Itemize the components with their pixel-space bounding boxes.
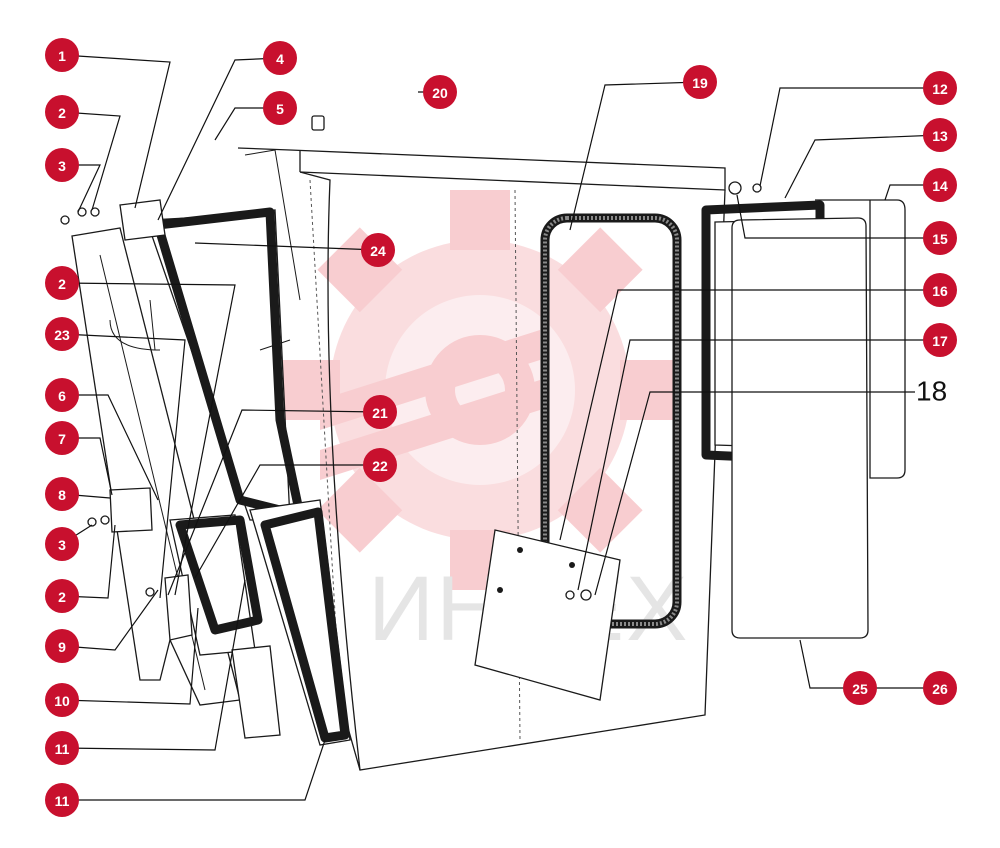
callout-19: 19: [683, 65, 717, 99]
callout-circle: [45, 783, 79, 817]
callout-number: 23: [54, 327, 70, 343]
lower-hinge: [87, 487, 153, 533]
callout-number: 20: [432, 85, 448, 101]
callout-number: 14: [932, 178, 948, 194]
callout-circle: [45, 421, 79, 455]
callout-number: 15: [932, 231, 948, 247]
callout-number: 5: [276, 101, 284, 117]
knob-part: [311, 115, 325, 131]
callout-16: 16: [923, 273, 957, 307]
callout-circle: [263, 91, 297, 125]
callout-circle: [923, 118, 957, 152]
mounting-plate: [474, 529, 621, 701]
callout-3: 3: [45, 148, 79, 182]
callout-17: 17: [923, 323, 957, 357]
callout-number: 11: [55, 741, 70, 757]
callout-circle: [263, 41, 297, 75]
callout-circle: [683, 65, 717, 99]
callout-12: 12: [923, 71, 957, 105]
callout-number: 12: [932, 81, 948, 97]
callout-circle: [923, 221, 957, 255]
upper-hinge: [60, 199, 166, 241]
callout-20: 20: [423, 75, 457, 109]
callout-circle: [45, 317, 79, 351]
callout-circle: [45, 527, 79, 561]
callout-circle: [843, 671, 877, 705]
callout-number: 2: [58, 276, 66, 292]
callout-number: 7: [58, 431, 66, 447]
callout-number: 24: [370, 243, 386, 259]
callout-circle: [923, 168, 957, 202]
callout-26: 26: [923, 671, 957, 705]
callout-circle: [423, 75, 457, 109]
side-window: [701, 181, 906, 639]
callout-circle: [45, 683, 79, 717]
callout-circle: [923, 671, 957, 705]
callout-15: 15: [923, 221, 957, 255]
callout-circle: [45, 38, 79, 72]
callout-number: 3: [58, 537, 66, 553]
callout-number: 19: [692, 75, 708, 91]
callout-circle: [45, 266, 79, 300]
callout-14: 14: [923, 168, 957, 202]
callout-number: 9: [58, 639, 66, 655]
callout-13: 13: [923, 118, 957, 152]
callout-number: 8: [58, 487, 66, 503]
callout-4: 4: [263, 41, 297, 75]
callout-circle: [361, 233, 395, 267]
callout-circle: [363, 395, 397, 429]
callout-number: 3: [58, 158, 66, 174]
callout-10: 10: [45, 683, 79, 717]
callout-2: 2: [45, 266, 79, 300]
watermark: ИНТЕХ: [280, 190, 688, 660]
callout-number: 10: [54, 693, 70, 709]
leader-lines: [61, 54, 941, 801]
callout-number: 4: [276, 51, 284, 67]
callout-number: 6: [58, 388, 66, 404]
callout-25: 25: [843, 671, 877, 705]
callout-circle: [45, 477, 79, 511]
callout-number: 1: [58, 48, 66, 64]
callout-circle: [923, 273, 957, 307]
callout-number: 25: [852, 681, 868, 697]
callout-2: 2: [45, 579, 79, 613]
callout-11: 11: [45, 783, 79, 817]
callout-2: 2: [45, 95, 79, 129]
latch-plate: [145, 574, 193, 641]
callout-label-18: 18: [916, 376, 947, 407]
callout-circle: [45, 378, 79, 412]
callout-number: 22: [372, 458, 388, 474]
callout-9: 9: [45, 629, 79, 663]
lower-frame: [169, 499, 351, 746]
callout-number: 2: [58, 105, 66, 121]
callout-6: 6: [45, 378, 79, 412]
callout-number: 16: [932, 283, 948, 299]
callout-11: 11: [45, 731, 79, 765]
callout-24: 24: [361, 233, 395, 267]
callout-1: 1: [45, 38, 79, 72]
callout-circle: [45, 731, 79, 765]
callout-circle: [45, 148, 79, 182]
callout-21: 21: [363, 395, 397, 429]
callout-number: 11: [55, 793, 70, 809]
callout-circle: [363, 448, 397, 482]
callout-7: 7: [45, 421, 79, 455]
callout-3: 3: [45, 527, 79, 561]
callout-22: 22: [363, 448, 397, 482]
callout-number: 17: [932, 333, 948, 349]
callout-number: 21: [372, 405, 388, 421]
callout-23: 23: [45, 317, 79, 351]
callout-circle: [45, 95, 79, 129]
callout-8: 8: [45, 477, 79, 511]
callout-circle: [923, 71, 957, 105]
callout-number: 13: [932, 128, 948, 144]
callout-5: 5: [263, 91, 297, 125]
callout-circle: [923, 323, 957, 357]
callout-number: 26: [932, 681, 948, 697]
callout-circle: [45, 579, 79, 613]
callout-number: 2: [58, 589, 66, 605]
callout-circle: [45, 629, 79, 663]
